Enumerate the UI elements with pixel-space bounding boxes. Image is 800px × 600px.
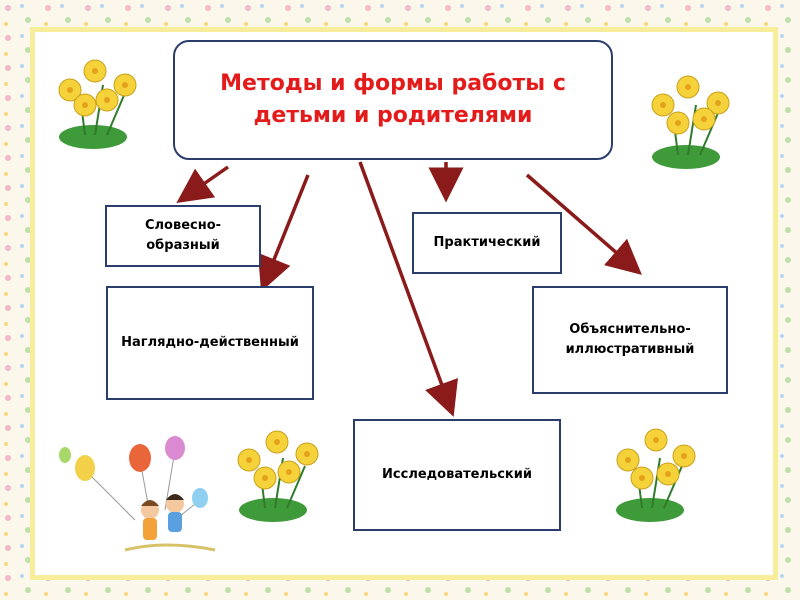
children-balloons-icon [59, 436, 216, 552]
diagram-title: Методы и формы работы с детьми и родител… [173, 40, 613, 160]
method-research: Исследовательский [353, 419, 561, 531]
method-verbal: Словесно-образный [105, 205, 261, 267]
method-visual: Наглядно-действенный [106, 286, 314, 400]
arrow-to-visual [257, 174, 310, 292]
method-explanatory: Объяснительно-иллюстративный [532, 286, 728, 394]
flower-icon [237, 430, 319, 522]
arrow-to-verbal [176, 165, 230, 204]
arrow-to-research [358, 161, 458, 417]
arrow-to-explanatory [525, 173, 642, 275]
flower-icon [58, 59, 137, 149]
flower-icon [616, 428, 696, 522]
flower-icon [651, 75, 730, 169]
method-practical: Практический [412, 212, 562, 274]
